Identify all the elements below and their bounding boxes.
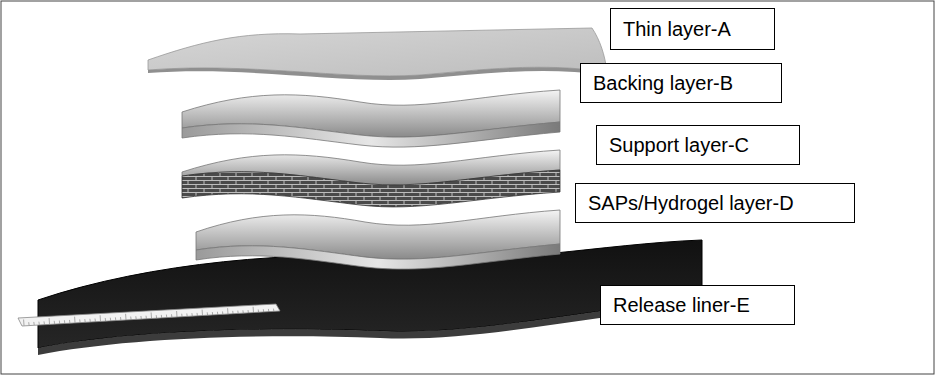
support-layer-sheet <box>182 150 560 207</box>
ruler-tick <box>258 309 259 312</box>
ruler-tick <box>28 322 29 325</box>
ruler-tick <box>33 322 34 325</box>
ruler-tick <box>232 311 233 314</box>
ruler-tick <box>130 317 131 320</box>
ruler-tick <box>253 307 254 313</box>
ruler-tick <box>151 312 152 318</box>
ruler-tick <box>207 312 208 315</box>
layer-label: Release liner-E <box>613 293 750 317</box>
ruler-tick <box>120 317 121 320</box>
ruler-tick <box>268 309 269 312</box>
label-box: Release liner-E <box>600 285 795 325</box>
ruler-tick <box>212 312 213 315</box>
thin-layer-sheet <box>148 28 607 80</box>
ruler-tick <box>23 320 24 326</box>
ruler-tick <box>44 321 45 324</box>
ruler-tick <box>89 319 90 322</box>
ruler-tick <box>176 311 177 317</box>
layer-label: Support layer-C <box>609 133 749 157</box>
ruler-tick <box>202 310 203 316</box>
label-box: Thin layer-A <box>610 8 775 50</box>
ruler-tick <box>171 314 172 317</box>
ruler-tick <box>181 314 182 317</box>
ruler-tick <box>140 316 141 319</box>
ruler-tick <box>166 315 167 318</box>
layer-label: Thin layer-A <box>623 17 731 41</box>
ruler-tick <box>95 319 96 322</box>
ruler-tick <box>54 321 55 324</box>
ruler-tick <box>105 318 106 321</box>
ruler-tick <box>84 319 85 322</box>
ruler-tick <box>69 320 70 323</box>
ruler-tick <box>156 315 157 318</box>
ruler-tick <box>59 321 60 324</box>
ruler-tick <box>248 310 249 313</box>
ruler-tick <box>115 317 116 320</box>
ruler-tick <box>191 313 192 316</box>
layer-label: SAPs/Hydrogel layer-D <box>588 191 794 215</box>
ruler-tick <box>197 313 198 316</box>
ruler-tick <box>38 322 39 325</box>
ruler-tick <box>110 318 111 321</box>
ruler-tick <box>186 313 187 316</box>
ruler-tick <box>64 320 65 323</box>
ruler-tick <box>125 314 126 320</box>
ruler-tick <box>273 309 274 312</box>
ruler-tick <box>237 311 238 314</box>
ruler-tick <box>227 308 228 314</box>
ruler-tick <box>100 315 101 321</box>
ruler-tick <box>79 319 80 322</box>
ruler-tick <box>222 311 223 314</box>
label-box: Support layer-C <box>596 125 800 165</box>
label-box: SAPs/Hydrogel layer-D <box>575 183 855 223</box>
ruler-tick <box>217 312 218 315</box>
ruler-tick <box>135 316 136 319</box>
ruler-tick <box>146 316 147 319</box>
ruler-tick <box>242 310 243 313</box>
backing-layer-sheet <box>182 90 560 147</box>
layer-label: Backing layer-B <box>593 71 733 95</box>
ruler-tick <box>74 317 75 323</box>
ruler-tick <box>161 315 162 318</box>
hydrogel-layer-sheet <box>196 210 560 269</box>
ruler-tick <box>49 318 50 324</box>
ruler-strip <box>18 304 280 326</box>
ruler-tick <box>263 309 264 312</box>
label-box: Backing layer-B <box>580 63 782 103</box>
